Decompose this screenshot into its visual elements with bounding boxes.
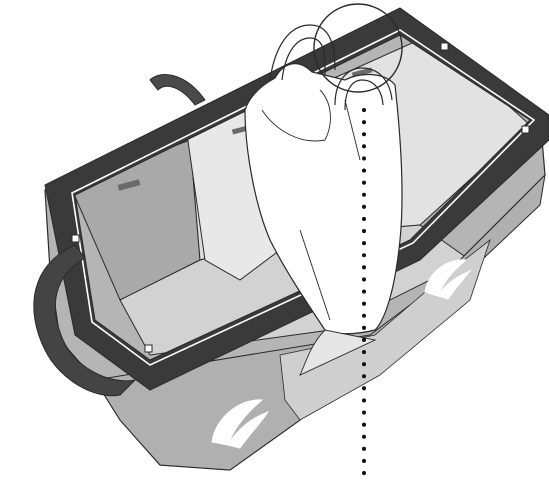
basket-handle-back bbox=[150, 75, 205, 105]
